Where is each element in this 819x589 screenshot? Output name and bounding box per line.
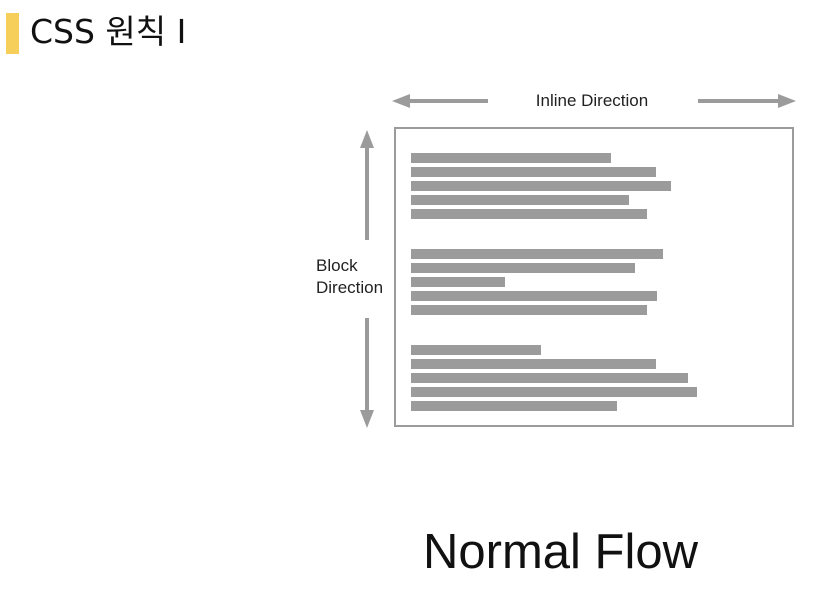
text-line <box>411 373 688 383</box>
text-line <box>411 195 629 205</box>
text-line <box>411 209 647 219</box>
title-accent-bar <box>6 13 19 54</box>
text-line <box>411 181 671 191</box>
text-line <box>411 359 656 369</box>
text-line <box>411 249 663 259</box>
text-line <box>411 305 647 315</box>
inline-direction-label: Inline Direction <box>536 91 648 110</box>
content-box <box>394 127 794 427</box>
text-line <box>411 345 541 355</box>
text-line <box>411 263 635 273</box>
text-line <box>411 153 611 163</box>
text-line <box>411 291 657 301</box>
paragraph-3 <box>411 345 697 411</box>
block-arrow-down <box>360 318 374 428</box>
paragraph-2 <box>411 249 663 315</box>
diagram-caption: Normal Flow <box>423 525 698 579</box>
text-line <box>411 167 656 177</box>
page-title: CSS 원칙 I <box>30 12 187 51</box>
text-line <box>411 387 697 397</box>
block-direction-label-line2: Direction <box>316 278 383 297</box>
inline-arrow-right <box>698 94 796 108</box>
text-line <box>411 401 617 411</box>
block-arrow-up <box>360 130 374 240</box>
inline-arrow-left <box>392 94 488 108</box>
block-direction-label-line1: Block <box>316 256 358 275</box>
paragraph-1 <box>411 153 671 219</box>
text-line <box>411 277 505 287</box>
